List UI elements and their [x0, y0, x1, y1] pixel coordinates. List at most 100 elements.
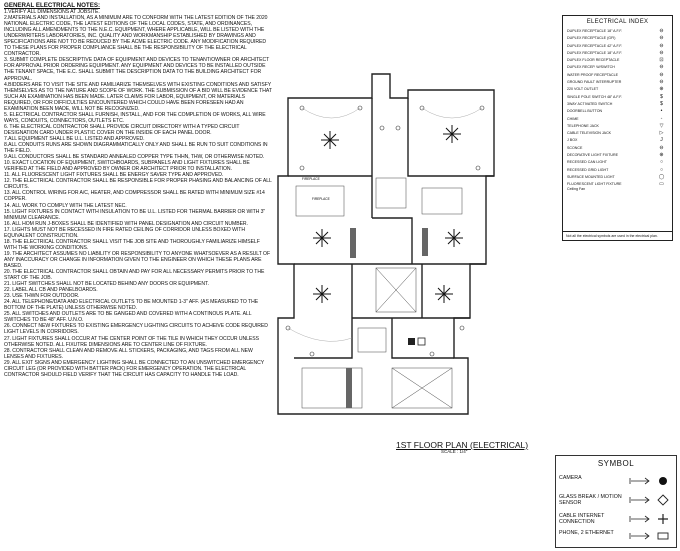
motion-sensor-icon [629, 494, 669, 506]
index-row: SURFACE MOUNTED LIGHT ◯ [567, 174, 668, 181]
note-item: 25. ALL SWITCHES AND OUTLETS ARE TO BE G… [4, 311, 252, 324]
index-row-label: FLUORESCENT LIGHT FIXTURE [567, 182, 622, 187]
index-row-label: WATER PROOF RECEPTACLE [567, 72, 619, 77]
index-row: DOORBELL BUTTON • [567, 108, 668, 115]
index-row: DUPLEX RECEPTACLE 42" A.F.F. ⊖ [567, 43, 668, 50]
index-row-symbol-icon: ⊖ [659, 71, 664, 78]
index-row-symbol-icon: ◦ [660, 115, 663, 122]
symbol-label-phone-ethernet: PHONE, 2 ETHERNET [559, 530, 614, 536]
general-notes: GENERAL ELECTRICAL NOTES: 1.VERIFY ALL D… [4, 2, 272, 542]
index-row: DUPLEX FLOOR RECEPTACLE ⊡ [567, 57, 668, 64]
index-row-symbol-icon: $ [660, 100, 663, 107]
index-row-label: GROUND FAULT INTERRUPTER [567, 80, 622, 85]
floor-plan-drawing: FIREPLACE FIREPLACE [277, 73, 495, 415]
index-row: 220 VOLT OUTLET ⊕ [567, 86, 668, 93]
note-item: 10. EXACT LOCATION OF EQUIPMENT, SWITCHB… [4, 160, 250, 173]
index-row: SCONCE ⊖ [567, 145, 668, 152]
index-row-label: DUPLEX RECEPTACLE 18" A.F.F. [567, 50, 623, 55]
index-row-label: CHIME [567, 116, 579, 121]
symbol-row-glass-break: GLASS BREAK / MOTION SENSOR [559, 492, 673, 510]
note-item: 15. LIGHT FIXTURES IN CONTACT WITH INSUL… [4, 208, 266, 221]
cable-internet-icon [629, 514, 668, 524]
note-item: 18. THE ELECTRICAL CONTRACTOR SHALL VISI… [4, 238, 260, 251]
note-item: 3. SUBMIT COMPLETE DESCRIPTIVE DATA OF E… [4, 57, 270, 82]
note-item: 17. LIGHTS MUST NOT BE RECESSED IN FIRE … [4, 226, 245, 239]
index-row-label: DUPLEX RECEPTACLE (GFI) [567, 36, 616, 41]
index-row-label: 3WAY ACTIVATED SWITCH [567, 101, 613, 106]
index-row: 3WAY ACTIVATED SWITCH $ [567, 101, 668, 108]
index-row: RECESSED GRID LIGHT ○ [567, 167, 668, 174]
ceiling-fan-label: Ceiling Fan [567, 187, 586, 191]
note-item: 28. CONTRACTOR SHALL CLEAN AND REMOVE AL… [4, 347, 253, 360]
index-row-symbol-icon: ⊖ [659, 35, 664, 42]
index-row-label: TELEPHONE JACK [567, 123, 599, 128]
note-item: 19. THE ARCHITECT ASSUMES NO LIABILITY O… [4, 250, 271, 269]
plan-scale: SCALE : 1/4" [441, 449, 468, 454]
index-row-symbol-icon: • [660, 108, 663, 115]
index-row: DUPLEX RECEPTACLE 18" A.F.F.⊖ [567, 28, 668, 35]
note-item: 2.MATERIALS AND INSTALLATION, AS A MINIM… [4, 15, 268, 58]
electrical-index-footer: Not all the electrical symbols are used … [563, 231, 672, 240]
index-row-symbol-icon: ⊖ [659, 42, 664, 49]
index-row-label: SCONCE [567, 145, 583, 150]
index-row-symbol-icon: ○ [659, 166, 664, 173]
note-item: 4.BIDDERS ARE TO VISIT THE SITE AND FAMI… [4, 81, 272, 112]
index-row-label: SURFACE MOUNTED LIGHT [567, 174, 615, 179]
index-row-symbol-icon: ⊕ [659, 152, 664, 159]
index-row: SINGLE POLE SWITCH 48" A.F.F.$ [567, 94, 668, 101]
index-row-label: DECORATIVE LIGHT FIXTURE [567, 153, 618, 158]
index-row-symbol-icon: ⊕ [659, 86, 664, 93]
index-row-label: SINGLE POLE SWITCH 48" A.F.F. [567, 94, 622, 99]
index-row-symbol-icon: ◯ [658, 173, 665, 180]
index-row-symbol-icon: ▭ [659, 181, 664, 188]
index-row-label: RECESSED GRID LIGHT [567, 167, 609, 172]
index-row-label: 220 VOLT OUTLET [567, 87, 599, 92]
index-row-symbol-icon: ○ [659, 159, 664, 166]
notes-list: 1.VERIFY ALL DIMENSIONS AT JOBSITE.2.MAT… [4, 9, 272, 378]
index-row: DUPLEX RECEPTACLE (GFI) ⊖ [567, 35, 668, 42]
note-item: 5. ELECTRICAL CONTRACTOR SHALL FURNISH, … [4, 111, 266, 124]
index-row-label: RECESSED CAN LIGHT [567, 160, 607, 165]
note-item: 9.ALL CONDUCTORS SHALL BE STANDARD ANNEA… [4, 154, 265, 161]
phone-ethernet-icon [629, 532, 669, 540]
camera-icon [629, 477, 667, 485]
index-row-symbol-icon: ⊖ [659, 64, 664, 71]
electrical-index: ELECTRICAL INDEX DUPLEX RECEPTACLE 18" A… [562, 15, 673, 241]
index-row: DUPLEX RECEP. W/SWITCH ⊖ [567, 64, 668, 71]
symbol-legend-title: SYMBOL [597, 459, 635, 468]
note-item: 11. ALL FLUORESCENT LIGHT FIXTURES SHALL… [4, 172, 224, 179]
symbol-row-phone-ethernet: PHONE, 2 ETHERNET [559, 528, 673, 546]
index-row-label: DUPLEX RECEP. W/SWITCH [567, 65, 615, 70]
note-item: 1.VERIFY ALL DIMENSIONS AT JOBSITE. [4, 9, 100, 15]
index-row: WATER PROOF RECEPTACLE ⊖ [567, 72, 668, 79]
note-item: 12. THE ELECTRICAL CONTRACTOR SHALL BE R… [4, 178, 272, 191]
index-row-label: J BOX [567, 138, 578, 143]
index-row-label: DOORBELL BUTTON [567, 109, 603, 114]
electrical-index-title: ELECTRICAL INDEX [586, 19, 649, 25]
symbol-row-cable-internet: CABLE INTERNET CONNECTION [559, 511, 673, 529]
notes-title: GENERAL ELECTRICAL NOTES: [4, 2, 101, 9]
symbol-label-camera: CAMERA [559, 475, 582, 481]
index-row-symbol-icon: ▷ [659, 130, 664, 137]
index-row-symbol-icon: J [660, 137, 663, 144]
plan-title: 1ST FLOOR PLAN (ELECTRICAL) [396, 440, 529, 450]
index-row-label: DUPLEX RECEPTACLE 18" A.F.F. [567, 29, 623, 33]
index-row-label: CABLE TELEVISION JACK [567, 131, 612, 136]
symbol-label-glass-break: GLASS BREAK / MOTION SENSOR [559, 494, 622, 506]
index-row-symbol-icon: ⊖ [659, 144, 664, 151]
index-row-label: DUPLEX RECEPTACLE 42" A.F.F. [567, 43, 623, 48]
note-item: 27. LIGHT FIXTURES SHALL OCCUR AT THE CE… [4, 335, 259, 348]
note-item: 22. LABEL ALL CB AND PANELBOARDS. [4, 287, 98, 294]
note-item: 23. USE THWN FOR OUTDOOR. [4, 293, 80, 300]
room-label-fireplace-1: FIREPLACE [302, 177, 320, 181]
index-row: FLUORESCENT LIGHT FIXTURE ▭ [567, 181, 668, 188]
index-row: DUPLEX RECEPTACLE 18" A.F.F.⊖ [567, 50, 668, 57]
note-item: 20. THE ELECTRICAL CONTRACTOR SHALL OBTA… [4, 269, 265, 282]
index-row-symbol-icon: ▽ [659, 122, 664, 129]
index-row: TELEPHONE JACK ▽ [567, 123, 668, 130]
index-row-symbol-icon: ⊡ [659, 57, 664, 64]
index-row-label: DUPLEX FLOOR RECEPTACLE [567, 58, 620, 63]
note-item: 16. ALL HOM RUN J-BOXES SHALL BE IDENTIF… [4, 220, 248, 227]
note-item: 29. ALL EXIT SIGNS AND EMERGENCY LIGHTIN… [4, 359, 265, 378]
index-row: CABLE TELEVISION JACK ▷ [567, 130, 668, 137]
